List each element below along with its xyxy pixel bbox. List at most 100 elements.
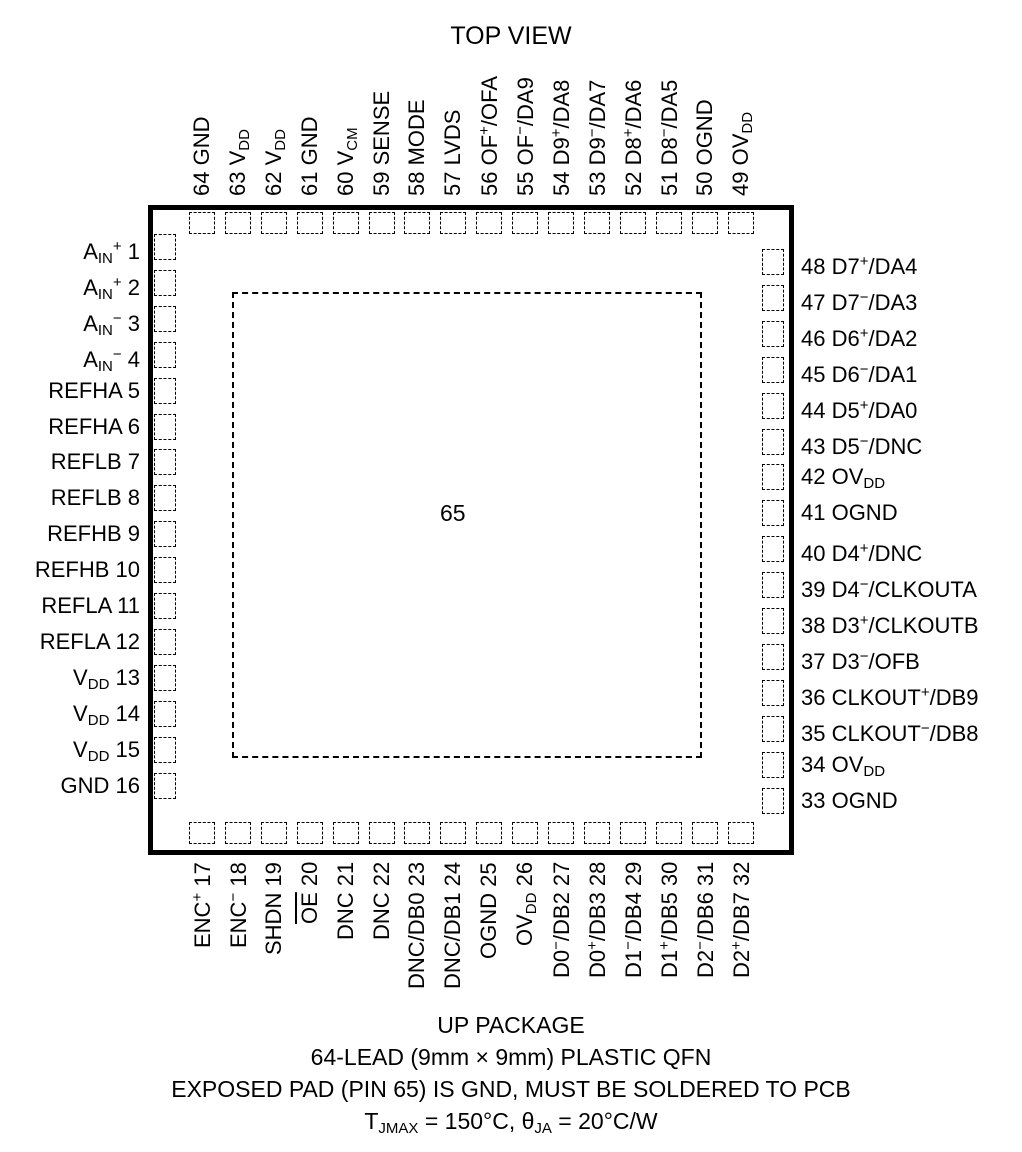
top-pin-pad xyxy=(619,212,646,234)
left-pin-label: GND 16 xyxy=(60,772,140,798)
right-pin-pad xyxy=(762,572,784,599)
right-pin-pad xyxy=(762,464,784,491)
right-pin-pad xyxy=(762,679,784,706)
right-pin-label: 48 D7+/DA4 xyxy=(801,253,918,279)
right-pin-pad xyxy=(762,608,784,634)
bottom-pin-pad xyxy=(583,822,610,844)
left-pin-pad xyxy=(154,377,176,404)
top-pin-pad xyxy=(512,212,539,234)
left-pin-label: REFHB 9 xyxy=(47,521,140,547)
exposed-pad xyxy=(232,292,702,758)
bottom-pin-pad xyxy=(260,822,287,844)
left-pin-label: VDD 15 xyxy=(73,736,140,765)
bottom-pin-pad xyxy=(440,822,467,844)
top-pin-pad xyxy=(440,212,467,234)
footer-thermal: TJMAX = 150°C, θJA = 20°C/W xyxy=(364,1108,658,1137)
right-pin-pad xyxy=(762,643,784,670)
right-pin-label: 39 D4−/CLKOUTA xyxy=(801,576,977,603)
left-pin-label: VDD 13 xyxy=(73,664,140,693)
right-pin-label: 42 OVDD xyxy=(801,464,886,493)
top-pin-pad xyxy=(655,212,682,234)
right-pin-label: 43 D5−/DNC xyxy=(801,432,923,459)
right-pin-label: 36 CLKOUT+/DB9 xyxy=(801,683,979,710)
right-pin-pad xyxy=(762,356,784,383)
right-pin-label: 34 OVDD xyxy=(801,751,886,780)
left-pin-pad xyxy=(154,772,176,799)
diagram-title: TOP VIEW xyxy=(450,22,572,50)
top-pin-pad xyxy=(189,212,215,234)
left-pin-pad xyxy=(154,269,176,296)
left-pin-label: REFHB 10 xyxy=(34,557,140,583)
left-pin-pad xyxy=(154,736,176,763)
right-pin-label: 35 CLKOUT−/DB8 xyxy=(801,719,979,746)
right-pin-pad xyxy=(762,787,784,814)
right-pin-label: 37 D3−/OFB xyxy=(801,647,920,674)
left-pin-label: AIN− 4 xyxy=(83,345,140,375)
left-pin-label: REFLB 7 xyxy=(50,449,140,475)
left-pin-pad xyxy=(154,557,176,584)
right-pin-label: 38 D3+/CLKOUTB xyxy=(801,612,979,638)
package-outline xyxy=(148,205,794,855)
top-pin-pad xyxy=(296,212,323,234)
top-pin-pad xyxy=(368,212,395,234)
footer-package-desc: 64-LEAD (9mm × 9mm) PLASTIC QFN xyxy=(310,1044,712,1070)
footer-package-name: UP PACKAGE xyxy=(437,1012,585,1038)
top-pin-pad xyxy=(476,212,503,234)
left-pin-pad xyxy=(154,449,176,476)
bottom-pin-pad xyxy=(368,822,395,844)
right-pin-pad xyxy=(762,715,784,742)
top-pin-pad xyxy=(332,212,359,234)
bottom-pin-pad xyxy=(332,822,359,844)
right-pin-pad xyxy=(762,284,784,311)
top-pin-pad xyxy=(691,212,718,234)
left-pin-pad xyxy=(154,664,176,691)
left-pin-label: REFHA 6 xyxy=(48,413,140,439)
right-pin-label: 45 D6−/DA1 xyxy=(801,360,918,387)
left-pin-label: REFLA 12 xyxy=(39,628,140,654)
exposed-pad-label: 65 xyxy=(440,500,466,526)
left-pin-pad xyxy=(154,628,176,655)
left-pin-pad xyxy=(154,305,176,332)
right-pin-pad xyxy=(762,428,784,455)
bottom-pin-pad xyxy=(296,822,323,844)
right-pin-pad xyxy=(762,392,784,419)
left-pin-pad xyxy=(154,413,176,440)
left-pin-pad xyxy=(154,593,176,619)
top-pin-pad xyxy=(260,212,287,234)
right-pin-label: 33 OGND xyxy=(801,787,898,813)
bottom-pin-pad xyxy=(224,822,251,844)
bottom-pin-pad xyxy=(727,822,754,844)
right-pin-pad xyxy=(762,751,784,778)
left-pin-pad xyxy=(154,521,176,548)
bottom-pin-pad xyxy=(548,822,574,844)
top-pin-pad xyxy=(404,212,431,234)
bottom-pin-pad xyxy=(655,822,682,844)
bottom-pin-pad xyxy=(691,822,718,844)
right-pin-pad xyxy=(762,536,784,563)
top-pin-pad xyxy=(548,212,574,234)
left-pin-label: REFHA 5 xyxy=(48,377,140,403)
left-pin-pad xyxy=(154,485,176,512)
bottom-pin-pad xyxy=(512,822,539,844)
footer-exposed-pad-note: EXPOSED PAD (PIN 65) IS GND, MUST BE SOL… xyxy=(171,1076,851,1102)
right-pin-label: 40 D4+/DNC xyxy=(801,540,923,567)
bottom-pin-pad xyxy=(189,822,215,844)
bottom-pin-pad xyxy=(619,822,646,844)
bottom-pin-pad xyxy=(476,822,503,844)
bottom-pin-pad xyxy=(404,822,431,844)
left-pin-label: AIN+ 1 xyxy=(83,238,140,267)
left-pin-label: AIN− 3 xyxy=(83,309,140,339)
right-pin-label: 47 D7−/DA3 xyxy=(801,288,918,315)
left-pin-pad xyxy=(154,341,176,368)
right-pin-label: 41 OGND xyxy=(801,500,898,526)
right-pin-pad xyxy=(762,500,784,527)
left-pin-pad xyxy=(154,234,176,260)
top-pin-pad xyxy=(583,212,610,234)
top-pin-pad xyxy=(224,212,251,234)
left-pin-label: VDD 14 xyxy=(73,700,140,729)
right-pin-pad xyxy=(762,320,784,347)
left-pin-label: REFLB 8 xyxy=(50,485,140,511)
top-pin-pad xyxy=(727,212,754,234)
left-pin-label: REFLA 11 xyxy=(41,593,140,618)
right-pin-label: 44 D5+/DA0 xyxy=(801,396,918,423)
